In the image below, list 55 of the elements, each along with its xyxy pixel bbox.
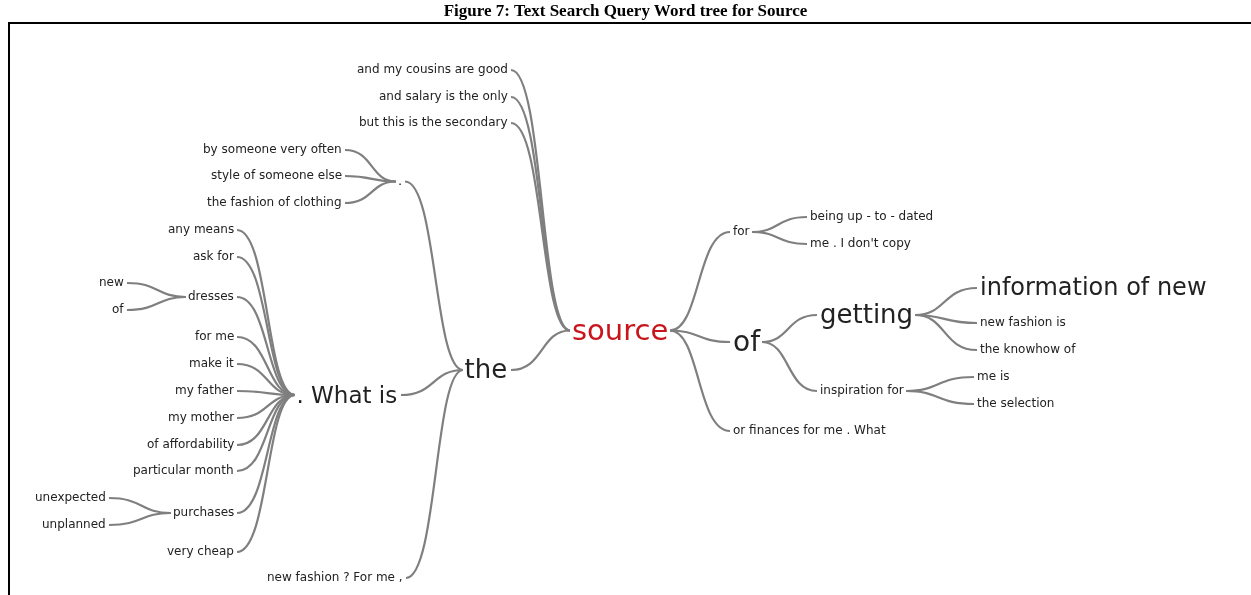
figure-title: Figure 7: Text Search Query Word tree for Source <box>442 1 809 21</box>
tree-word: very cheap <box>167 545 234 559</box>
branch-line <box>345 174 396 183</box>
branch-line <box>761 340 818 393</box>
tree-word: unexpected <box>35 491 106 505</box>
branch-line <box>669 329 731 433</box>
tree-word: by someone very often <box>203 143 342 157</box>
tree-word: purchases <box>173 506 235 520</box>
branch-line <box>404 180 464 371</box>
tree-word: of affordability <box>147 438 235 452</box>
tree-word: source <box>572 313 669 347</box>
branch-line <box>905 389 975 406</box>
tree-word: . What is <box>296 382 398 409</box>
branch-line <box>126 295 187 312</box>
branch-line <box>108 511 172 527</box>
tree-word: information of new <box>980 274 1207 302</box>
tree-word: me . I don't copy <box>810 237 911 251</box>
tree-word: any means <box>168 223 235 237</box>
tree-word: for me <box>195 330 235 344</box>
branch-line <box>344 180 397 205</box>
tree-word: the <box>464 355 508 385</box>
branch-line <box>510 329 571 372</box>
tree-word: of <box>733 326 760 359</box>
tree-word: my mother <box>168 411 235 425</box>
tree-word: make it <box>189 357 234 371</box>
tree-word: new fashion ? For me , <box>267 571 403 585</box>
branch-line <box>236 295 296 397</box>
tree-word: inspiration for <box>820 384 904 398</box>
tree-word: the selection <box>977 397 1055 411</box>
tree-word: the knowhow of <box>980 343 1076 357</box>
branch-line <box>405 369 464 579</box>
branch-line <box>669 230 731 332</box>
tree-word: of <box>112 303 124 317</box>
branch-line <box>236 394 296 553</box>
tree-word: . <box>398 173 403 189</box>
branch-line <box>914 313 978 352</box>
tree-word: particular month <box>133 464 234 478</box>
branch-line <box>669 329 731 344</box>
tree-word: getting <box>820 300 914 330</box>
tree-word: or finances for me . What <box>733 424 886 438</box>
tree-word: for <box>733 225 750 239</box>
branch-line <box>751 230 808 246</box>
tree-word: and salary is the only <box>379 90 508 104</box>
tree-word: new <box>99 276 124 290</box>
tree-word: me is <box>977 370 1010 384</box>
tree-word: my father <box>175 384 234 398</box>
tree-word: new fashion is <box>980 316 1066 330</box>
tree-word: but this is the secondary <box>359 116 508 130</box>
tree-word: and my cousins are good <box>357 63 508 77</box>
tree-word: ask for <box>193 250 234 264</box>
tree-word: unplanned <box>42 518 106 532</box>
tree-word: style of someone else <box>211 169 343 183</box>
tree-word: dresses <box>188 290 234 304</box>
tree-word: being up - to - dated <box>810 210 934 224</box>
tree-word: the fashion of clothing <box>207 196 342 210</box>
